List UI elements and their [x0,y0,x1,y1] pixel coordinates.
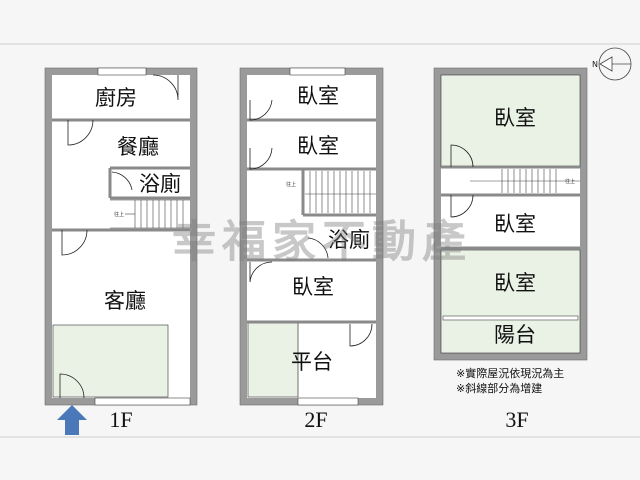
door-3f-bedroom-1 [450,144,474,168]
annex-hatched-area [52,324,169,398]
stairs-label-2f: 往上 [286,181,296,188]
room-label-2f-bedroom-3: 臥室 [292,275,334,299]
door-2f-terrace [349,323,373,347]
room-label-2f-bath: 浴廁 [328,228,370,252]
door-2f-bath [307,237,329,259]
room-label-3f-balcony: 陽台 [494,323,536,347]
room-label-3f-bedroom-3: 臥室 [494,271,536,295]
door-3f-bedroom-2 [450,194,474,218]
room-label-1f-living: 客廳 [104,289,146,313]
room-label-3f-bedroom-2: 臥室 [494,212,536,236]
door-1f-bath [111,171,133,191]
compass-north-label: N [592,60,598,69]
floor-label-2f: 2F [304,407,327,432]
floor-3f-plan: 往上 臥室 臥室 臥室 陽台 3F ※實際屋況依現況為主 ※斜線部分為增建 [433,67,588,432]
room-label-1f-kitchen: 廚房 [95,86,137,110]
room-label-3f-bedroom-1: 臥室 [494,106,536,130]
room-label-1f-dining: 餐廳 [117,135,159,159]
compass-icon: N [592,47,632,81]
stairs-label-3f: 往上 [565,178,575,185]
floor-1f-plan: 往上 廚房 餐廳 浴廁 客廳 1F [44,67,198,435]
door-2f-bedroom-2 [249,147,273,170]
door-1f-entrance [59,373,85,399]
room-label-2f-terrace: 平台 [291,350,333,374]
door-1f-kitchen [152,74,179,101]
stairs-2f: 往上 [286,171,376,213]
door-1f-dining [67,119,94,146]
annex-hatched-area [247,322,299,398]
note-annex-hatched: ※斜線部分為增建 [456,381,542,395]
floor-label-1f: 1F [109,407,132,432]
stairs-label-1f: 往上 [114,211,124,218]
floor-2f-plan: 往上 臥室 臥室 浴廁 臥室 平台 2F [239,67,384,432]
annex-hatched-area [440,74,581,168]
room-label-1f-bath: 浴廁 [139,172,181,196]
note-actual-condition: ※實際屋況依現況為主 [456,366,564,380]
floor-label-3f: 3F [505,407,528,432]
stairs-3f: 往上 [470,169,580,193]
door-2f-bedroom-3 [249,261,273,283]
door-2f-bedroom-1 [249,99,273,121]
annex-hatched-area [440,249,581,354]
watermark-text: 幸福家不動產 [172,217,472,268]
door-1f-living [61,229,88,256]
entrance-arrow-icon [57,405,87,435]
stairs-1f: 往上 [110,199,190,229]
room-label-2f-bedroom-1: 臥室 [297,84,339,108]
room-label-2f-bedroom-2: 臥室 [297,134,339,158]
